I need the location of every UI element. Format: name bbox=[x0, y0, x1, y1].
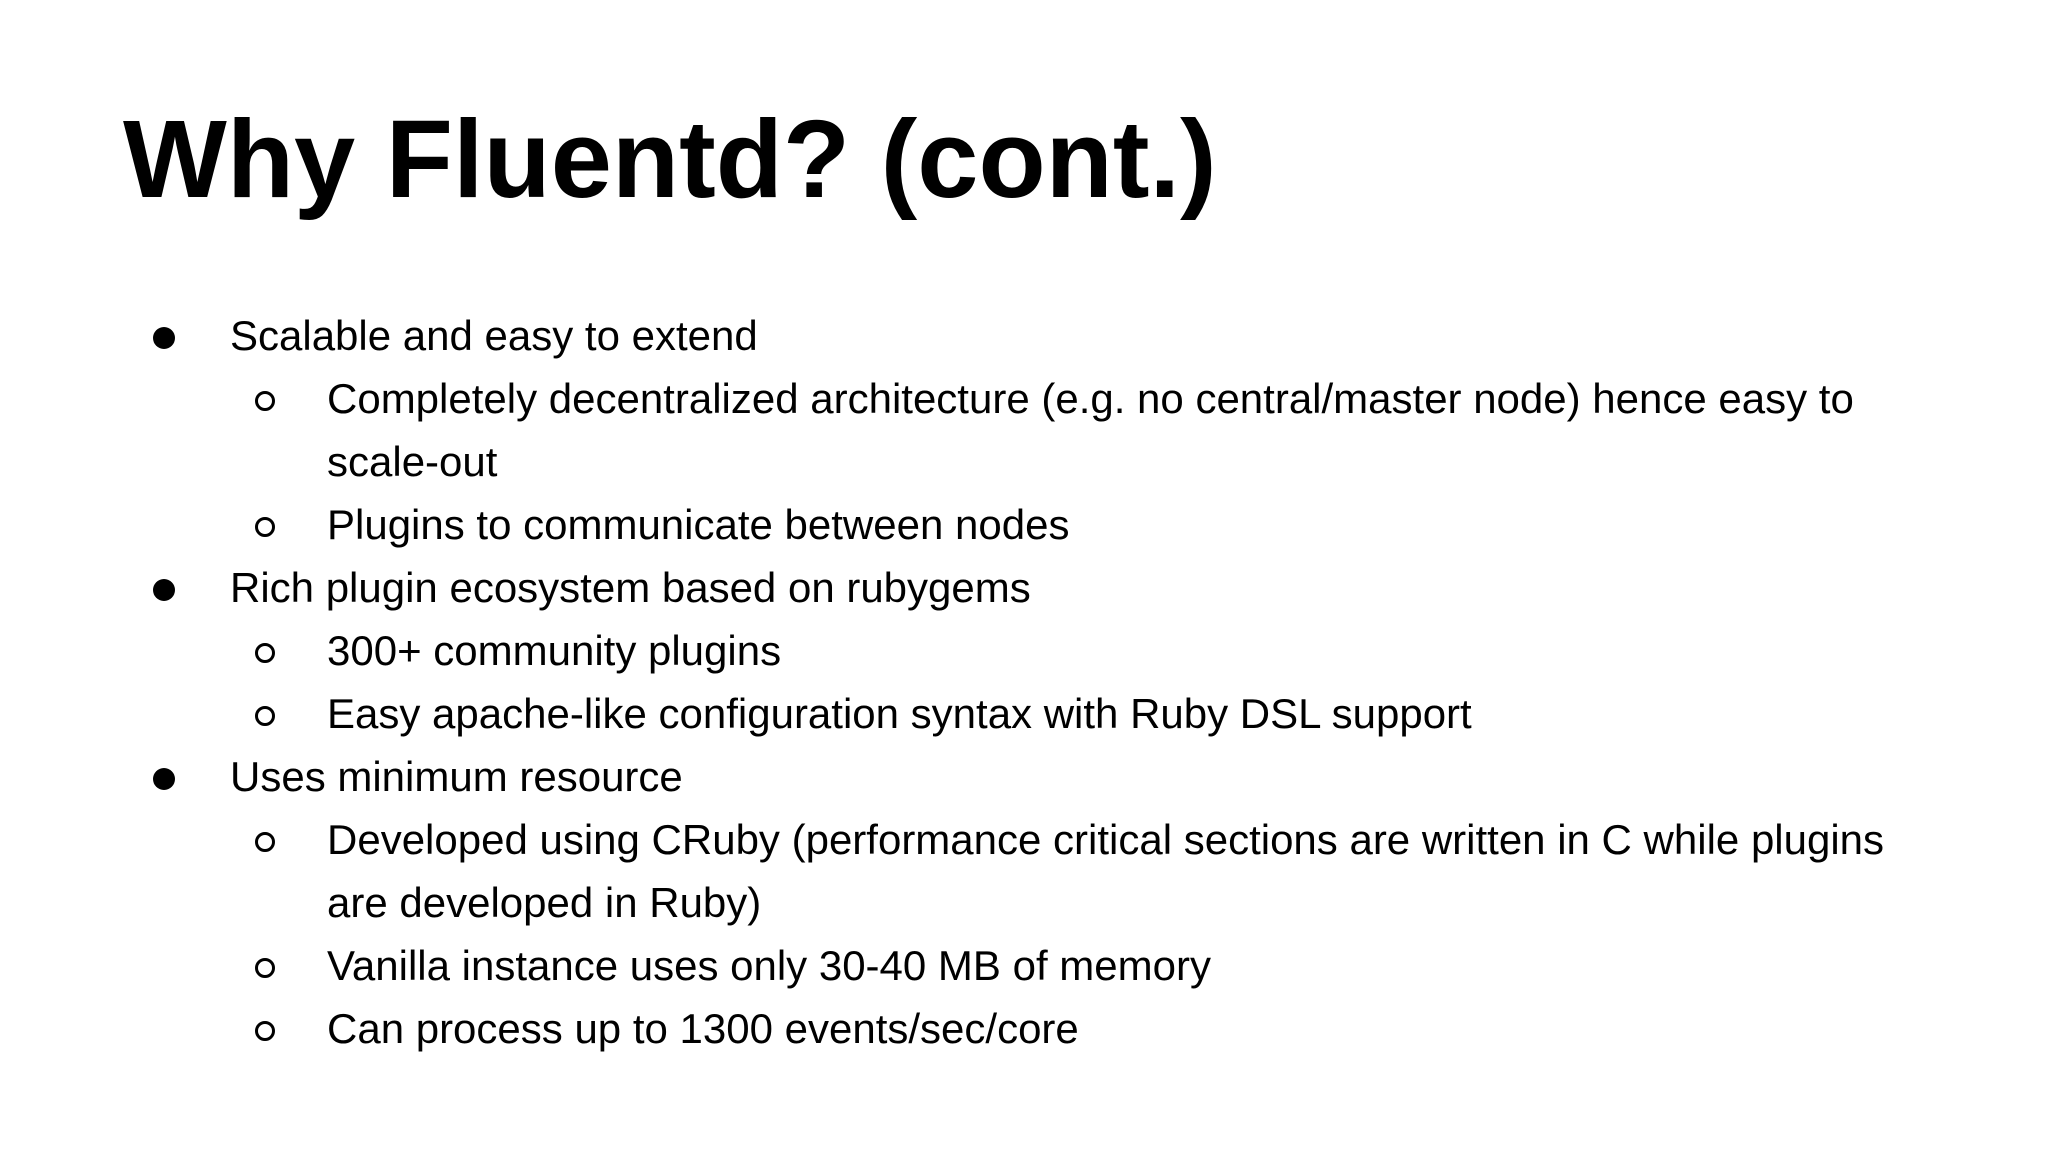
bullet-dot-icon bbox=[153, 327, 175, 349]
slide-title: Why Fluentd? (cont.) bbox=[123, 98, 1217, 221]
sub-list-item: Completely decentralized architecture (e… bbox=[255, 367, 2048, 493]
sub-list-item-text: 300+ community plugins bbox=[327, 627, 782, 674]
sub-list-item-text: Developed using CRuby (performance criti… bbox=[327, 816, 1885, 926]
bullet-circle-icon bbox=[255, 643, 275, 663]
bullet-circle-icon bbox=[255, 517, 275, 537]
sub-list-item: Plugins to communicate between nodes bbox=[255, 493, 2048, 556]
sub-list-item-text: Completely decentralized architecture (e… bbox=[327, 375, 1854, 485]
sub-list-item: 300+ community plugins bbox=[255, 619, 2048, 682]
bullet-dot-icon bbox=[153, 768, 175, 790]
bullet-list: Scalable and easy to extend Completely d… bbox=[153, 304, 2048, 1060]
bullet-circle-icon bbox=[255, 1021, 275, 1041]
bullet-circle-icon bbox=[255, 391, 275, 411]
bullet-circle-icon bbox=[255, 706, 275, 726]
sub-list-item: Can process up to 1300 events/sec/core bbox=[255, 997, 2048, 1060]
sub-list-item-text: Vanilla instance uses only 30-40 MB of m… bbox=[327, 942, 1211, 989]
bullet-circle-icon bbox=[255, 958, 275, 978]
sub-list-item-text: Easy apache-like configuration syntax wi… bbox=[327, 690, 1472, 737]
bullet-circle-icon bbox=[255, 832, 275, 852]
list-item-text: Rich plugin ecosystem based on rubygems bbox=[230, 564, 1031, 611]
list-item: Rich plugin ecosystem based on rubygems bbox=[153, 556, 2048, 619]
list-item: Uses minimum resource bbox=[153, 745, 2048, 808]
sub-list-item: Developed using CRuby (performance criti… bbox=[255, 808, 2048, 934]
list-item-text: Uses minimum resource bbox=[230, 753, 683, 800]
sub-list-item-text: Can process up to 1300 events/sec/core bbox=[327, 1005, 1079, 1052]
sub-list-item: Vanilla instance uses only 30-40 MB of m… bbox=[255, 934, 2048, 997]
sub-list-item: Easy apache-like configuration syntax wi… bbox=[255, 682, 2048, 745]
list-item: Scalable and easy to extend bbox=[153, 304, 2048, 367]
sub-list-item-text: Plugins to communicate between nodes bbox=[327, 501, 1070, 548]
list-item-text: Scalable and easy to extend bbox=[230, 312, 758, 359]
bullet-dot-icon bbox=[153, 579, 175, 601]
